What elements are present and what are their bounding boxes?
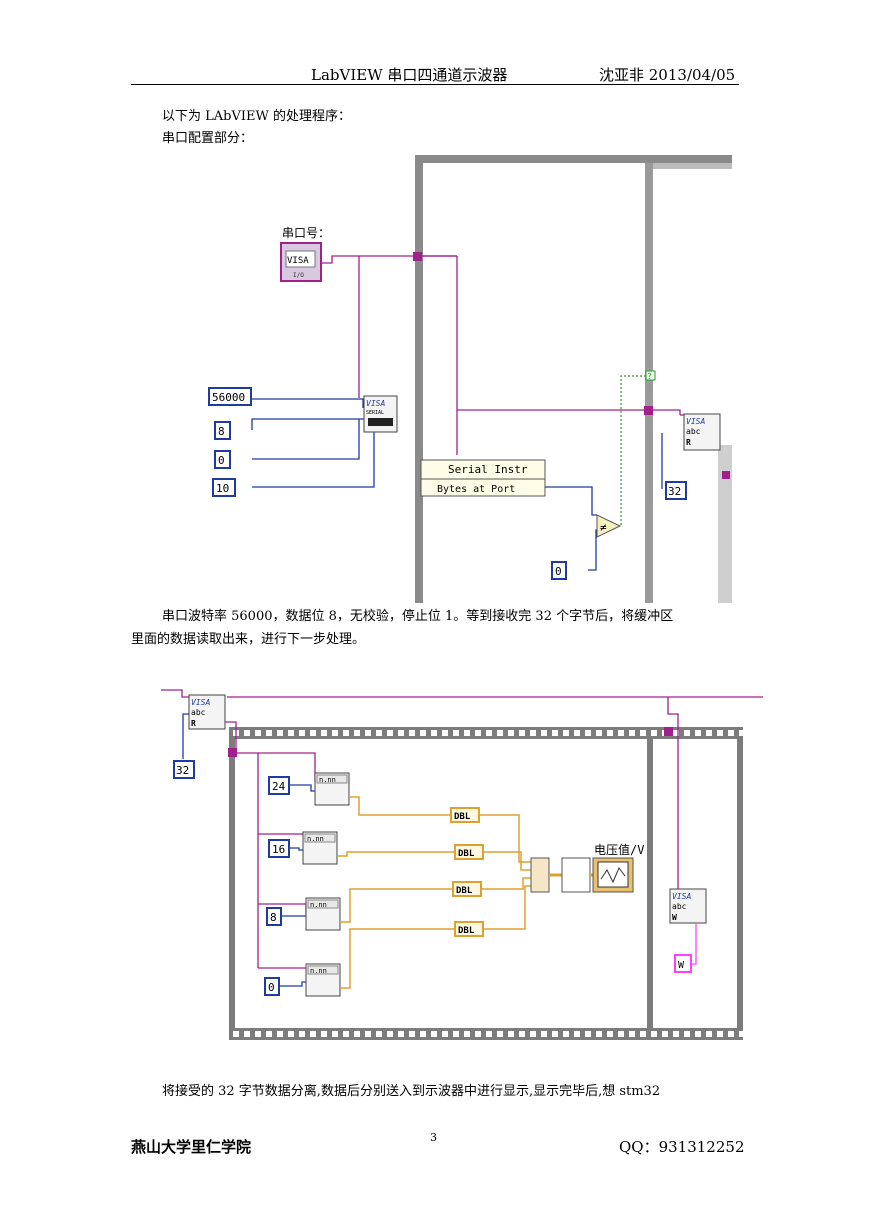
paragraph-2-line-1: 将接受的 32 字节数据分离,数据后分别送入到示波器中进行显示,显示完毕后,想 … [162, 1084, 661, 1099]
visa-serial-visa: VISA [366, 399, 385, 408]
read-count-value: 32 [668, 485, 681, 498]
parity-constant [214, 450, 231, 469]
baud-constant [208, 387, 252, 406]
page-number: 3 [430, 1131, 437, 1144]
doc-title: LabVIEW 串口四通道示波器 [311, 66, 508, 84]
while-loop-frame-top [415, 155, 732, 163]
parity-value: 0 [218, 454, 225, 467]
not-equal-symbol: ≠ [600, 521, 607, 534]
loop-tunnel [413, 252, 422, 261]
chart-label: 电压值/V [594, 842, 644, 857]
dbl-label: DBL [456, 886, 473, 896]
visa-read-2-r: R [191, 719, 196, 728]
visa-serial-serial: SERIAL [366, 410, 384, 416]
dbl-label: DBL [458, 926, 475, 936]
footer-school: 燕山大学里仁学院 [131, 1138, 252, 1156]
sequence-frame [229, 727, 745, 1040]
timeout-constant [212, 478, 236, 497]
case-frame-left [645, 163, 653, 603]
dbl-label: DBL [458, 849, 475, 859]
intro-text: 以下为 LAbVIEW 的处理程序： [162, 109, 351, 124]
visa-wires [320, 255, 684, 455]
bundle-node [561, 857, 591, 893]
footer-qq: QQ：931312252 [619, 1138, 745, 1156]
inner-frame [718, 445, 732, 603]
case-frame-top [653, 163, 732, 169]
dbl-label: DBL [454, 812, 471, 822]
read-count-constant [665, 481, 687, 500]
case-tunnel [644, 406, 653, 415]
visa-read-2-abc: abc [191, 708, 206, 717]
paragraph-1-line-2: 里面的数据读取出来，进行下一步处理。 [131, 632, 366, 647]
visa-read-node-2 [188, 694, 226, 730]
data-bits-value: 8 [218, 425, 225, 438]
read-count-constant-2 [173, 760, 195, 779]
offset-value: 16 [272, 843, 285, 856]
visa-write-visa: VISA [672, 892, 691, 901]
visa-write-abc: abc [672, 902, 687, 911]
visa-resource-text: VISA [287, 256, 309, 266]
read-count-2-value: 32 [176, 764, 189, 777]
unflatten-label: n.nn [319, 776, 336, 784]
build-array-node [530, 857, 550, 893]
offset-value: 24 [272, 780, 286, 793]
doc-author-date: 沈亚非 2013/04/05 [599, 66, 736, 84]
case-selector-q: ? [647, 372, 652, 381]
port-label: 串口号： [282, 226, 330, 240]
bool-wire [620, 375, 648, 525]
paragraph-1-line-1: 串口波特率 56000，数据位 8，无校验，停止位 1。等到接收完 32 个字节… [162, 609, 674, 624]
timeout-value: 10 [216, 482, 229, 495]
serial-config-diagram: ? 串口号： VISA I/O VISA SERIAL 56000 8 0 10… [160, 153, 732, 603]
property-node [420, 459, 546, 497]
data-bits-constant [214, 421, 231, 440]
section-heading-serial: 串口配置部分： [162, 131, 254, 146]
visa-read-node [683, 413, 721, 451]
visa-read-r: R [686, 438, 691, 447]
visa-read-visa: VISA [686, 417, 705, 426]
not-equal-node [596, 514, 622, 538]
unflatten-label: n.nn [310, 901, 327, 909]
unflatten-label: n.nn [307, 835, 324, 843]
visa-read-2-visa: VISA [191, 698, 210, 707]
property-node-class: Serial Instr [448, 463, 528, 476]
case-selector [645, 370, 656, 381]
offset-value: 8 [270, 911, 277, 924]
zero-constant [551, 561, 567, 580]
baud-value: 56000 [212, 391, 245, 404]
number-wires [251, 398, 663, 571]
visa-write-node [669, 888, 707, 924]
zero-value: 0 [555, 565, 562, 578]
property-node-prop: Bytes at Port [437, 484, 515, 495]
offset-value: 0 [268, 981, 275, 994]
visa-write-w: W [672, 913, 677, 922]
write-string-value: W [678, 960, 685, 971]
while-loop-frame-left [415, 155, 423, 603]
unflatten-label: n.nn [310, 967, 327, 975]
visa-read-abc: abc [686, 427, 701, 436]
header-rule [131, 84, 739, 85]
write-string-constant [674, 954, 692, 973]
io-text: I/O [293, 272, 304, 279]
